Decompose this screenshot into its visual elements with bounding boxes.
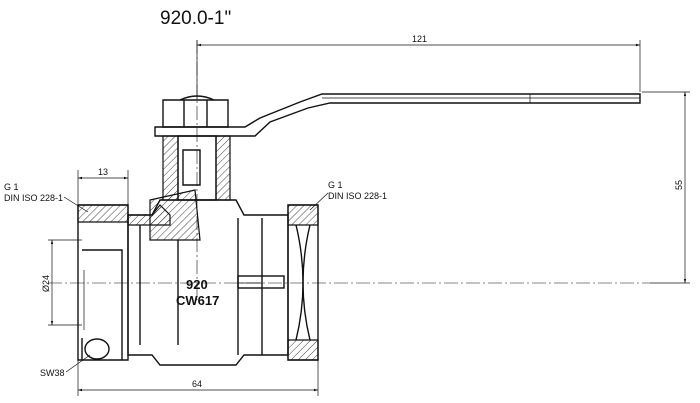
dimension-121: 121 [196, 34, 641, 100]
thread-left-standard: DIN ISO 228-1 [4, 193, 63, 203]
thread-callout-right: G 1 DIN ISO 228-1 [309, 180, 387, 211]
dimension-121-label: 121 [412, 34, 427, 44]
wrench-size-label: SW38 [40, 368, 65, 378]
thread-right-standard: DIN ISO 228-1 [328, 191, 387, 201]
left-end-body [77, 204, 129, 361]
stem-section [149, 135, 231, 241]
drawing-title: 920.0-1" [160, 8, 231, 29]
dimension-bore-label: Ø24 [41, 275, 51, 292]
dimension-55-label: 55 [674, 180, 684, 190]
right-end-body [287, 204, 319, 361]
stem-nut [162, 95, 229, 128]
body-model-marking: 920 [186, 277, 208, 292]
wrench-size-callout: SW38 [40, 354, 91, 378]
thread-left-size: G 1 [4, 182, 19, 192]
dimension-64-label: 64 [192, 379, 202, 389]
valve-body [127, 199, 289, 366]
handle-lever [154, 93, 641, 137]
dimension-55: 55 [642, 91, 690, 284]
dimension-13: 13 [77, 167, 129, 205]
thread-right-size: G 1 [328, 180, 343, 190]
dimension-bore: Ø24 [41, 239, 82, 326]
dimension-64: 64 [77, 360, 319, 396]
thread-callout-left: G 1 DIN ISO 228-1 [4, 182, 89, 213]
body-material-marking: CW617 [176, 293, 219, 308]
dimension-13-label: 13 [98, 167, 108, 177]
